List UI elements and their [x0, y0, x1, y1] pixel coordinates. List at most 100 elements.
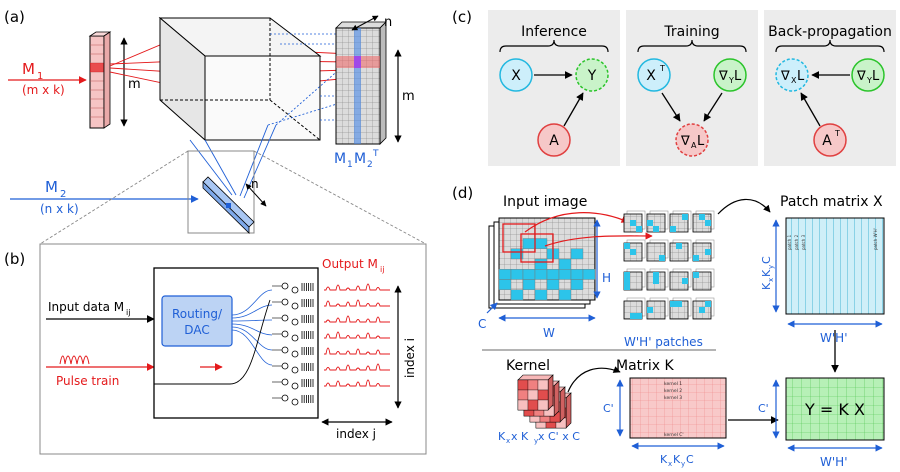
inference-node-y	[575, 58, 609, 92]
training-node-grad-a	[675, 123, 709, 157]
modulator-ring	[291, 350, 299, 358]
patch-pixel	[705, 220, 711, 226]
output-pulse-row	[324, 363, 390, 371]
patch-pixel	[705, 301, 711, 307]
patch-pixel	[693, 272, 699, 278]
input-pixel	[570, 248, 584, 260]
modulator-ring	[281, 330, 289, 338]
patch-pixel	[636, 226, 642, 232]
inference-arrow-ay	[563, 92, 584, 127]
patch-pixel	[670, 301, 676, 307]
output-pulse-row	[324, 331, 390, 339]
matrix-k	[629, 377, 727, 439]
backprop-node-at-sup: T	[834, 129, 840, 138]
product-sub2: 2	[367, 160, 373, 170]
patches-caption: W'H' patches	[624, 335, 703, 349]
patch-pixel	[676, 243, 682, 249]
m1-label-sub: 1	[37, 71, 43, 82]
input-data-sub: ij	[126, 308, 130, 317]
kernel-to-matrix-arrow	[567, 366, 621, 393]
modulator-ring	[291, 302, 299, 310]
kxkyc-s1: x	[767, 278, 775, 282]
patch-pixel	[636, 313, 642, 319]
kernel-dims-s2: y	[534, 437, 538, 445]
patch-pixel	[705, 249, 711, 255]
output-pulse-row	[324, 315, 390, 323]
patch-col-label: patch W'H'	[873, 228, 878, 250]
panel-label-d: (d)	[452, 184, 473, 202]
training-node-grad-a-nabla: ∇	[680, 134, 690, 149]
m2-label-sub: 2	[60, 189, 66, 200]
m1-strip-side	[103, 31, 111, 129]
kernel-row-label: kernel 1	[664, 381, 682, 387]
backprop-node-grad-x-sub: X	[791, 76, 797, 85]
input-pixel	[534, 289, 548, 301]
c-label: C	[478, 317, 486, 331]
kxkyc-c: C	[760, 256, 773, 264]
kernel-dims-s1: x	[506, 437, 510, 445]
result-matrix	[785, 377, 885, 441]
training-node-grad-y-L: L	[734, 69, 742, 84]
kernel-dims-k1: K	[498, 430, 506, 443]
patch-matrix	[785, 217, 885, 315]
input-pixel	[558, 258, 572, 270]
inference-title: Inference	[521, 24, 587, 40]
input-patch-window-2	[520, 233, 554, 263]
c-braces	[499, 39, 885, 53]
patch-pixel	[693, 255, 699, 261]
output-pulse-row	[324, 299, 390, 307]
kernel-cell	[537, 379, 549, 391]
modulator-ring	[281, 298, 289, 306]
patch-arrow-1	[524, 212, 629, 233]
training-node-xt-label: X	[646, 68, 656, 84]
kxkyc-bottom-c: C	[686, 453, 694, 466]
modulator-rows	[272, 282, 314, 406]
training-node-grad-y	[713, 58, 747, 92]
modulator-ring	[281, 362, 289, 370]
training-title: Training	[663, 24, 719, 40]
output-label-sub: ij	[380, 265, 384, 274]
inference-node-x	[499, 58, 533, 92]
kernel-cell	[517, 389, 529, 401]
m1-label: M	[22, 60, 35, 78]
kxkyc-s2: y	[767, 265, 775, 269]
kxkyc-k2: K	[760, 269, 773, 277]
kernel-side	[553, 380, 560, 417]
patch-pixel	[624, 243, 630, 249]
kernel-dims-end: x C' x C	[538, 430, 580, 443]
input-pixels	[498, 238, 596, 301]
m1-strip	[89, 35, 105, 129]
patch-pixel	[653, 272, 659, 278]
matrix-k-title: Matrix K	[616, 358, 675, 374]
kernel-side	[547, 374, 554, 411]
whprime-label: W'H'	[820, 331, 848, 345]
output-matrix-cell	[354, 56, 361, 68]
kxkyc-k1: K	[760, 282, 773, 290]
pulse-train-label: Pulse train	[56, 374, 119, 388]
patch-pixel	[670, 226, 676, 232]
input-pixel	[498, 269, 512, 280]
modulator-ring	[291, 286, 299, 294]
output-pulse-row	[324, 379, 390, 387]
input-pixel	[546, 279, 560, 290]
backprop-node-grad-y-sub: Y	[866, 76, 872, 85]
patch-pixel	[682, 278, 688, 284]
routing-fanout	[231, 289, 273, 366]
w-label: W	[543, 326, 555, 340]
product-m2: M	[354, 151, 366, 167]
training-node-grad-a-sub: A	[691, 141, 697, 150]
backprop-node-grad-x-L: L	[797, 69, 805, 84]
zoom-lines	[39, 150, 427, 245]
panel-label-c: (c)	[452, 8, 472, 26]
patch-col-label: patch 3	[801, 234, 806, 250]
patch-pixel	[630, 249, 636, 255]
patch-pixel	[624, 278, 630, 284]
inference-node-a-label: A	[549, 133, 559, 149]
input-pixel	[498, 279, 512, 290]
training-node-grad-y-sub: Y	[728, 76, 734, 85]
kxkyc-label: K x K y C	[760, 256, 775, 290]
m2-n-arrow	[245, 183, 267, 207]
panel-label-a: (a)	[4, 8, 25, 26]
input-pixel	[534, 238, 548, 249]
